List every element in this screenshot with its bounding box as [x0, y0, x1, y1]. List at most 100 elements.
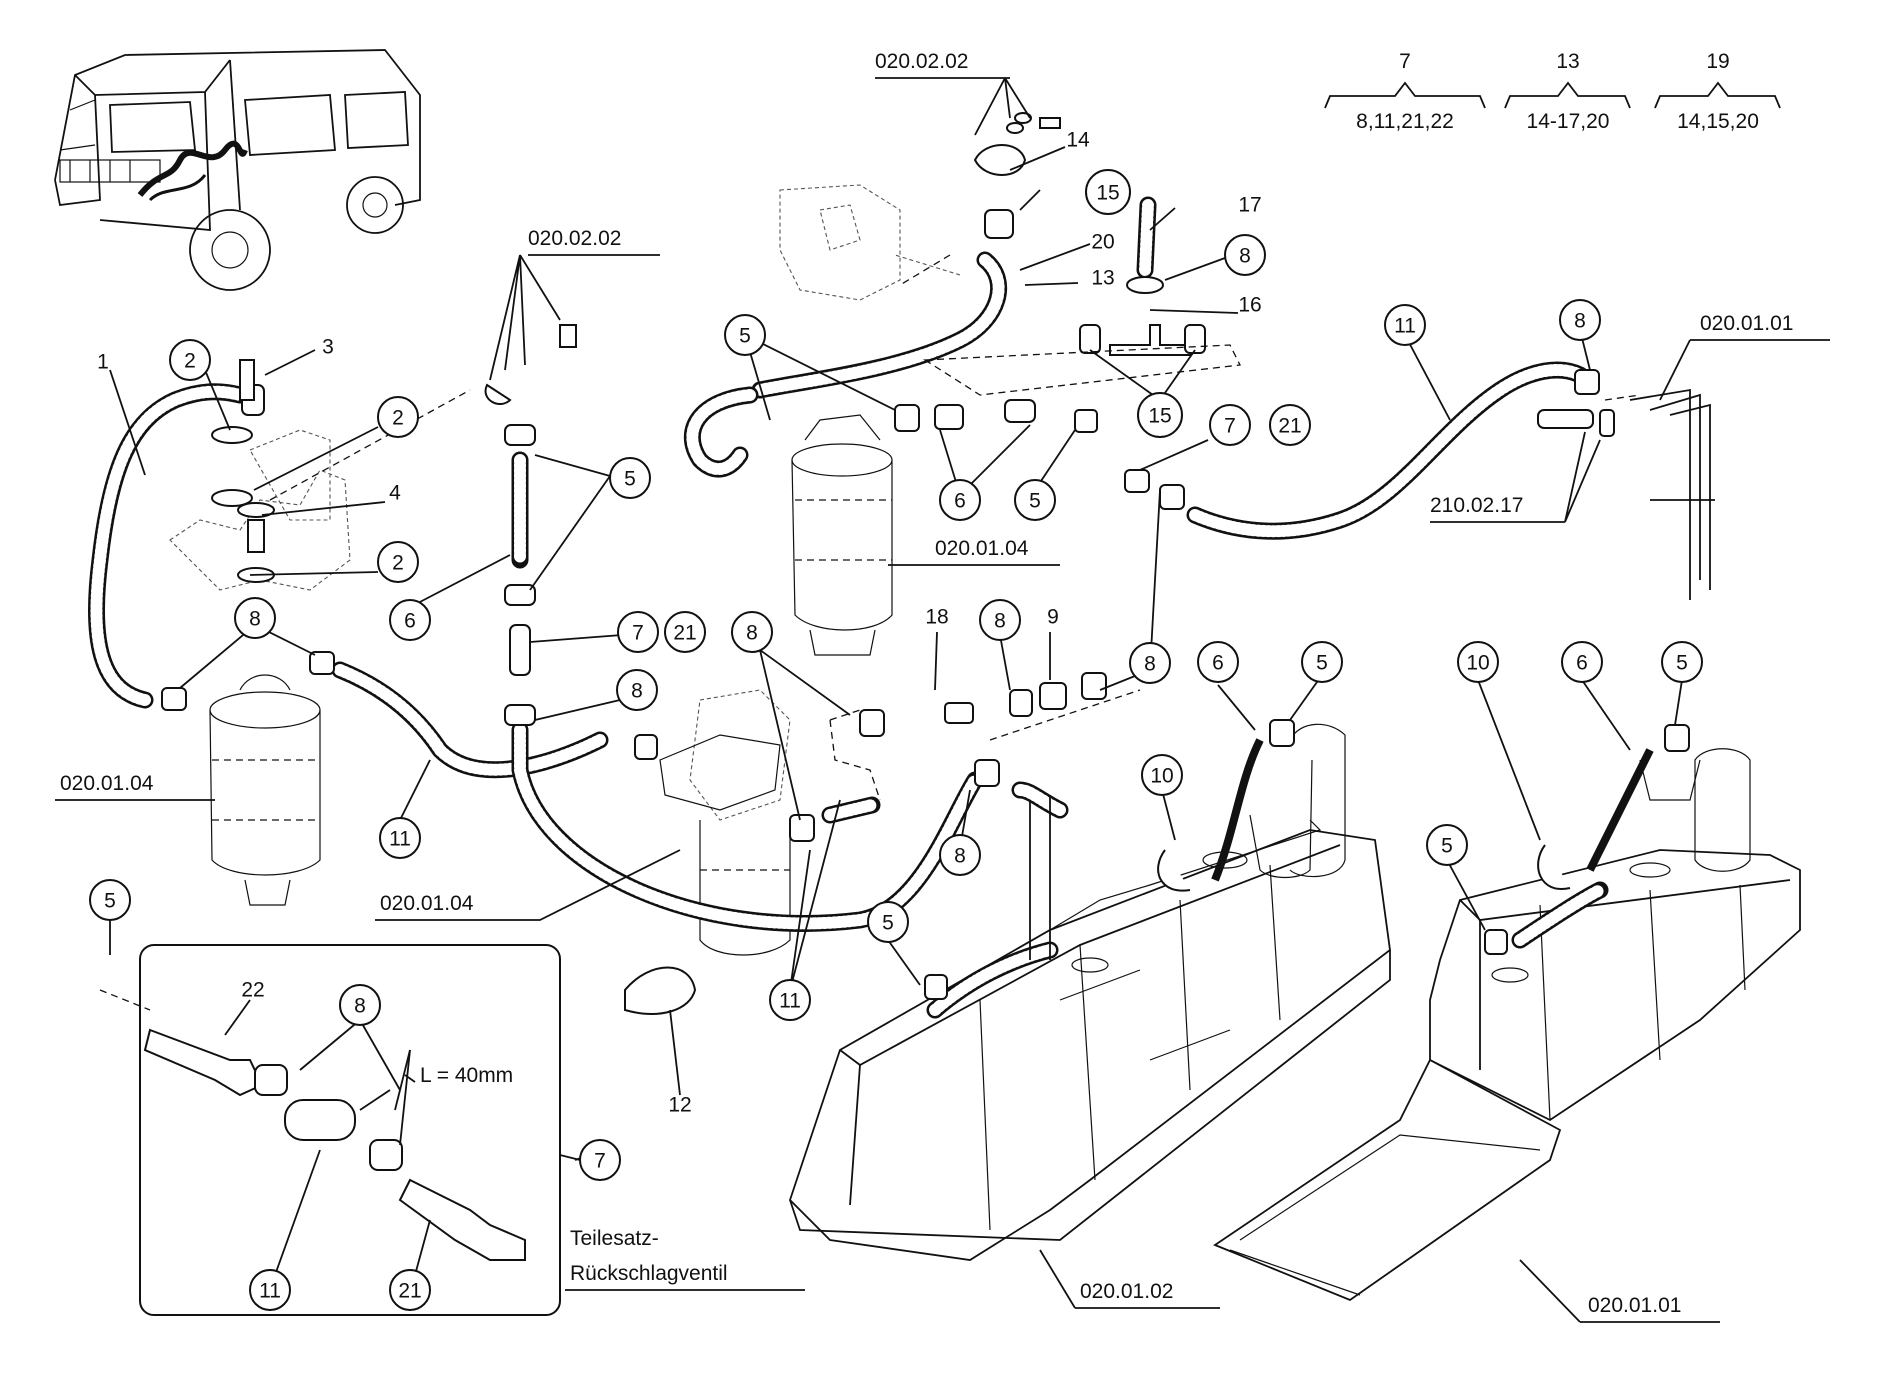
fuel-tank-020-01-01 — [1213, 748, 1801, 1302]
callout-5-a: 5 — [609, 457, 651, 499]
ref-020-01-04-bottom: 020.01.04 — [380, 892, 474, 915]
circled-leaders — [109, 189, 1683, 1276]
callout-7-b: 7 — [1209, 404, 1251, 446]
svg-text:10: 10 — [1466, 652, 1489, 675]
legend-key-7: 7 — [1399, 50, 1411, 73]
svg-text:5: 5 — [1441, 835, 1453, 858]
callout-8-g: 8 — [1129, 642, 1171, 684]
callout-8-e: 8 — [731, 611, 773, 653]
svg-text:8: 8 — [631, 680, 643, 703]
svg-text:5: 5 — [1676, 652, 1688, 675]
svg-text:11: 11 — [259, 1280, 281, 1303]
svg-text:11: 11 — [779, 990, 801, 1013]
legend-key-19: 19 — [1706, 50, 1729, 73]
callout-2-b: 2 — [377, 396, 419, 438]
ref-020-01-04-center: 020.01.04 — [935, 537, 1029, 560]
label-9: 9 — [1047, 606, 1059, 629]
inset-caption-line1: Teilesatz- — [570, 1227, 659, 1250]
svg-text:11: 11 — [389, 828, 411, 851]
callout-6-d: 6 — [1561, 641, 1603, 683]
callout-7-a: 7 — [617, 611, 659, 653]
ref-020-01-04-left: 020.01.04 — [60, 772, 154, 795]
svg-text:8: 8 — [354, 995, 366, 1018]
label-4: 4 — [389, 482, 401, 505]
svg-text:7: 7 — [632, 622, 644, 645]
svg-text:21: 21 — [398, 1280, 421, 1303]
svg-text:11: 11 — [1394, 315, 1416, 338]
callout-21-c: 21 — [389, 1269, 431, 1311]
svg-text:6: 6 — [404, 610, 416, 633]
svg-text:10: 10 — [1150, 765, 1173, 788]
svg-text:21: 21 — [673, 622, 696, 645]
fuel-filter-lower — [659, 734, 791, 956]
callout-8-inset: 8 — [339, 984, 381, 1026]
svg-text:6: 6 — [1212, 652, 1224, 675]
plain-labels: 1 3 4 9 12 13 14 16 17 18 20 22 — [97, 129, 1262, 1117]
label-20: 20 — [1091, 231, 1114, 254]
callout-11-a: 11 — [379, 817, 421, 859]
svg-text:2: 2 — [184, 350, 196, 373]
callout-5-b: 5 — [89, 879, 131, 921]
label-3: 3 — [322, 336, 334, 359]
legend: 7 8,11,21,22 13 14-17,20 19 14,15,20 — [1324, 50, 1781, 133]
callout-6-c: 6 — [1197, 641, 1239, 683]
svg-text:15: 15 — [1096, 182, 1119, 205]
callout-15-a: 15 — [1085, 169, 1131, 215]
label-18: 18 — [925, 606, 948, 629]
svg-text:8: 8 — [249, 608, 261, 631]
callout-10-b: 10 — [1457, 641, 1499, 683]
callout-5-f: 5 — [867, 901, 909, 943]
fuel-filter-center — [791, 414, 893, 656]
small-parts — [161, 112, 1715, 1015]
svg-text:15: 15 — [1148, 405, 1171, 428]
svg-text:8: 8 — [994, 610, 1006, 633]
svg-text:7: 7 — [1224, 415, 1236, 438]
callout-8-h-lower: 8 — [939, 834, 981, 876]
inset-caption-line2: Rückschlagventil — [570, 1262, 728, 1285]
check-valve-inset: L = 40mm Teilesatz- Rückschlagventil — [139, 944, 805, 1316]
label-16: 16 — [1238, 294, 1261, 317]
legend-key-13: 13 — [1556, 50, 1579, 73]
callout-5-d: 5 — [1014, 479, 1056, 521]
label-22: 22 — [241, 979, 264, 1002]
ref-210-02-17: 210.02.17 — [1430, 494, 1523, 517]
callout-2-c: 2 — [377, 541, 419, 583]
callout-8-a: 8 — [234, 597, 276, 639]
svg-text:6: 6 — [954, 490, 966, 513]
callout-15-b: 15 — [1137, 392, 1183, 438]
legend-items-13: 14-17,20 — [1527, 110, 1610, 133]
svg-text:8: 8 — [746, 622, 758, 645]
plain-leaders — [109, 146, 1239, 1096]
svg-text:21: 21 — [1278, 415, 1301, 438]
callout-21-b: 21 — [1269, 404, 1311, 446]
callout-8-c: 8 — [1224, 234, 1266, 276]
callout-5-h: 5 — [1426, 824, 1468, 866]
callout-21-a: 21 — [664, 611, 706, 653]
legend-items-19: 14,15,20 — [1677, 110, 1759, 133]
svg-text:8: 8 — [1144, 653, 1156, 676]
callout-10-a: 10 — [1141, 754, 1183, 796]
callout-7-c: 7 — [579, 1139, 621, 1181]
svg-text:7: 7 — [594, 1150, 606, 1173]
svg-text:5: 5 — [624, 468, 636, 491]
callout-2-a: 2 — [169, 339, 211, 381]
ref-020-02-02-top: 020.02.02 — [875, 50, 968, 73]
assembly-lines — [99, 254, 1641, 1011]
vehicle-illustration — [54, 49, 421, 291]
svg-text:5: 5 — [882, 912, 894, 935]
ref-020-01-02: 020.01.02 — [1080, 1280, 1173, 1303]
label-13: 13 — [1091, 267, 1114, 290]
svg-text:5: 5 — [1029, 490, 1041, 513]
callout-5-e: 5 — [1301, 641, 1343, 683]
hoses — [87, 196, 1654, 1019]
legend-items-7: 8,11,21,22 — [1356, 110, 1454, 133]
ref-020-01-01-bottom: 020.01.01 — [1588, 1294, 1681, 1317]
label-14: 14 — [1066, 129, 1090, 152]
label-17: 17 — [1238, 194, 1261, 217]
svg-text:2: 2 — [392, 552, 404, 575]
callout-8-f: 8 — [979, 599, 1021, 641]
svg-text:5: 5 — [739, 325, 751, 348]
callout-5-g: 5 — [1661, 641, 1703, 683]
callout-8-d: 8 — [1559, 299, 1601, 341]
